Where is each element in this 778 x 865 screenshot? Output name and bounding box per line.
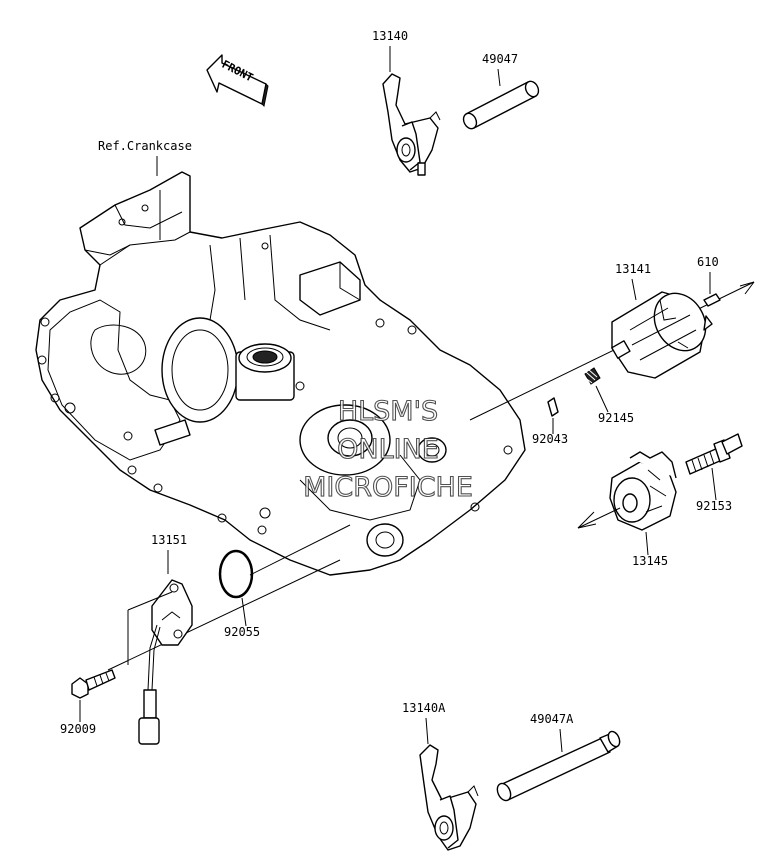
- label-610: 610: [697, 255, 719, 269]
- shift-drum-13141: [611, 291, 713, 379]
- shift-rod-49047: [462, 80, 540, 130]
- label-13145: 13145: [632, 554, 668, 568]
- bolt-holes: [37, 204, 513, 535]
- watermark-line-2: ONLINE: [337, 434, 439, 465]
- neutral-switch-13151: [138, 579, 193, 745]
- shift-rod-49047A: [496, 730, 621, 802]
- label-13141: 13141: [615, 262, 651, 276]
- shift-cam-13145: [609, 451, 677, 531]
- label-13151: 13151: [151, 533, 187, 547]
- shift-fork-13140: [382, 73, 441, 176]
- label-92043: 92043: [532, 432, 568, 446]
- label-92009: 92009: [60, 722, 96, 736]
- label-92055: 92055: [224, 625, 260, 639]
- front-arrow-icon: FRONT: [206, 54, 269, 108]
- pin-92043: [547, 397, 559, 417]
- label-92145: 92145: [598, 411, 634, 425]
- bearing-boss: [235, 343, 295, 401]
- o-ring-92055: [218, 549, 254, 599]
- label-13140A: 13140A: [402, 701, 446, 715]
- label-49047: 49047: [482, 52, 518, 66]
- label-92153: 92153: [696, 499, 732, 513]
- crankcase: [35, 171, 526, 576]
- label-49047A: 49047A: [530, 712, 574, 726]
- ref-crankcase-label: Ref.Crankcase: [98, 139, 192, 153]
- watermark: HLSM'S ONLINE MICROFICHE: [303, 395, 474, 503]
- stepped-bolt-92153: [685, 433, 743, 475]
- watermark-line-3: MICROFICHE: [303, 472, 473, 503]
- shift-fork-13140A: [419, 744, 479, 851]
- pin-610: [703, 293, 721, 307]
- spring-92145: [582, 367, 601, 385]
- bolt-92009: [71, 669, 116, 699]
- watermark-line-1: HLSM'S: [338, 396, 438, 427]
- label-13140: 13140: [372, 29, 408, 43]
